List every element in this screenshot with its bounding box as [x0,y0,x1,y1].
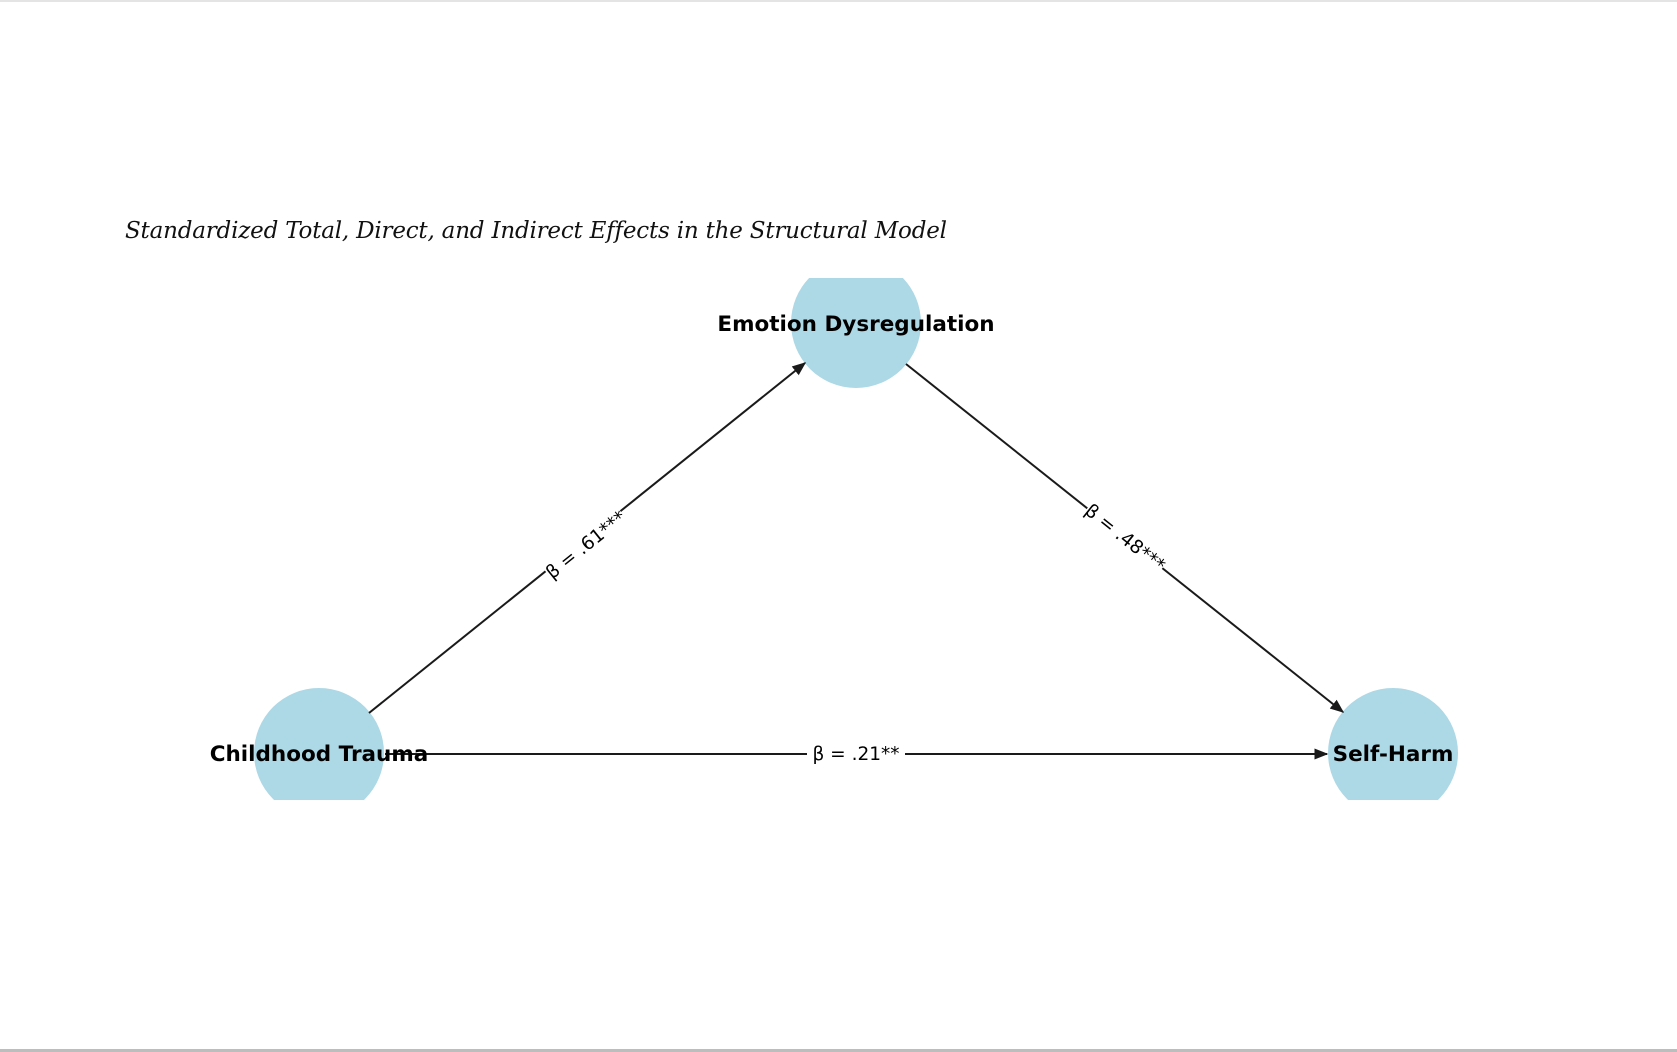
node-circles [254,258,1458,818]
edge-a-path-label: β = .61*** [542,507,630,584]
edge-c-path-label-group: β = .21** [807,740,905,768]
edge-c-path-label: β = .21** [813,744,900,765]
node-label-emotion-dysregulation: Emotion Dysregulation [717,312,994,337]
page-bottom-rule [0,1049,1677,1052]
edge-b-path-label: β = .48*** [1080,500,1168,576]
page-top-rule [0,0,1677,2]
node-childhood-trauma[interactable] [254,688,384,818]
node-label-childhood-trauma: Childhood Trauma [210,742,429,767]
edge-b-path-label-group: β = .48*** [1078,497,1172,579]
node-emotion-dysregulation[interactable] [791,258,921,388]
node-self-harm[interactable] [1328,688,1458,818]
node-label-self-harm: Self-Harm [1333,742,1454,767]
figure-title: Standardized Total, Direct, and Indirect… [125,218,947,244]
edge-a-path-label-group: β = .61*** [539,504,633,586]
